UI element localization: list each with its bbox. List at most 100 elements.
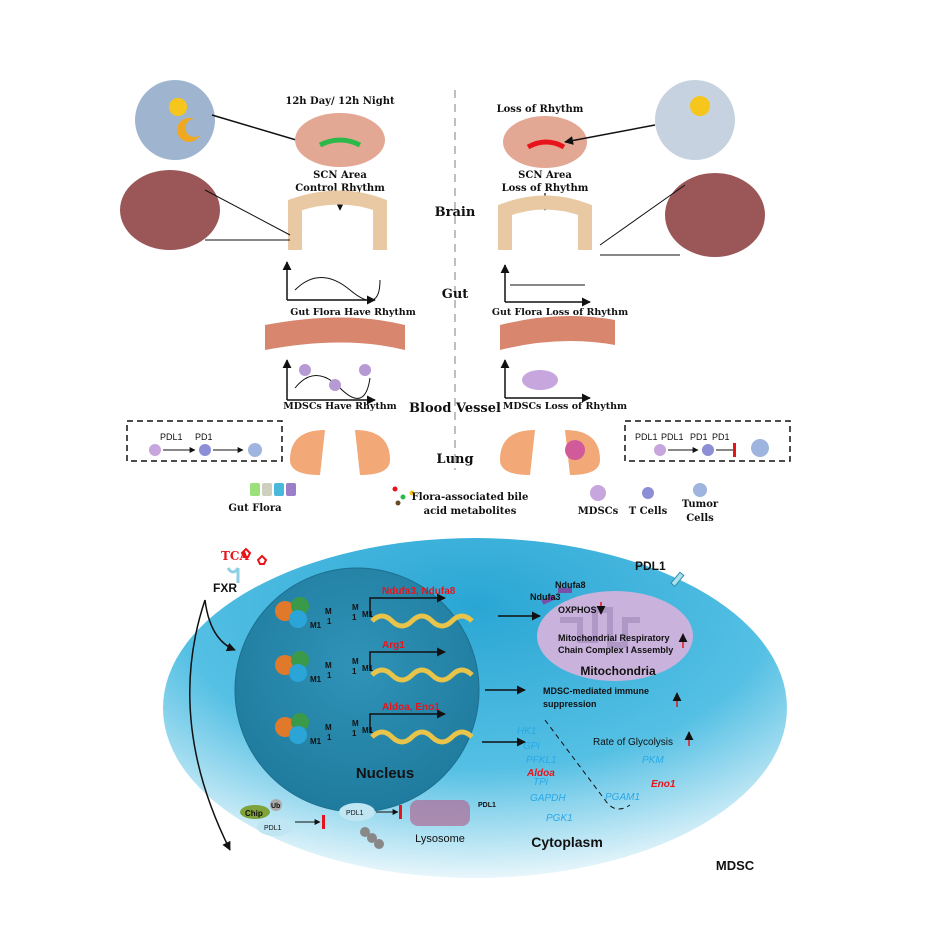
methylation-label: M1: [362, 664, 374, 673]
enzyme-upregulated-label: Aldoa: [526, 768, 555, 779]
blood-vessel-right: [500, 316, 615, 350]
lung-right: [500, 430, 600, 475]
blood-vessel-left: [265, 317, 405, 350]
tca-molecules: [240, 547, 268, 565]
legend-metabolites-2: acid metabolites: [424, 506, 517, 517]
methylation-label: 1: [352, 613, 357, 622]
pd1-label: PD1: [195, 432, 213, 442]
immune-label-2: suppression: [543, 699, 597, 709]
right-pd-box: [624, 420, 791, 462]
dna-helix: [370, 613, 474, 629]
pdl1-membrane-label: PDL1: [635, 559, 666, 573]
colon-right: [498, 195, 592, 250]
day-night-globe: [135, 80, 215, 160]
gut-flora-rhythm-label: Gut Flora Have Rhythm: [290, 307, 416, 318]
pdl1-protein-label: PDL1: [264, 825, 282, 832]
glycolysis-label: Rate of Glycolysis: [593, 737, 673, 748]
gene-label: Ndufa3, Ndufa8: [382, 586, 456, 597]
organ-brain: Brain: [435, 205, 476, 220]
pdl1-fragment-label: PDL1: [478, 802, 496, 809]
methylation-label: M1: [362, 726, 374, 735]
legend-tumor: Tumor: [682, 499, 719, 510]
methylation-label: M: [352, 719, 359, 728]
sun-icon: [169, 98, 187, 116]
chip-protein: [240, 805, 270, 819]
assembly-label-2: Chain Complex I Assembly: [558, 645, 673, 655]
organ-blood-vessel: Blood Vessel: [409, 401, 501, 416]
ndufa3-label: Ndufa3: [530, 592, 561, 602]
immune-label: MDSC-mediated immune: [543, 686, 649, 696]
gut-closeup-right: [665, 173, 765, 257]
enzyme-label: PGAM1: [605, 792, 640, 803]
methylation-label: M1: [310, 675, 322, 684]
pdl1-label: PDL1: [160, 432, 183, 442]
gene-label: Arg1: [382, 640, 405, 651]
pdl1-protein: [257, 818, 293, 836]
methylation-label: M: [325, 723, 332, 732]
methylation-label: M1: [362, 610, 374, 619]
methylation-label: 1: [352, 729, 357, 738]
pdl1-label: PDL1: [661, 432, 684, 442]
organ-gut: Gut: [442, 287, 469, 302]
lysosome: [410, 800, 470, 826]
assembly-label: Mitochondrial Respiratory: [558, 633, 670, 643]
methylation-label: 1: [327, 733, 332, 742]
scn-area: [318, 137, 362, 148]
moon-icon: [177, 117, 200, 142]
pdl1-protein-label: PDL1: [346, 810, 364, 817]
colon-left: [288, 190, 387, 250]
scn-label: SCN Area: [518, 170, 572, 181]
organ-lung: Lung: [436, 452, 473, 467]
legend-mdscs: MDSCs: [578, 506, 619, 517]
right-title: Loss of Rhythm: [497, 104, 584, 115]
lysosome-label: Lysosome: [415, 833, 465, 845]
legend-t-cells: T Cells: [629, 506, 668, 517]
sun-icon: [690, 96, 710, 116]
methylation-label: M: [352, 603, 359, 612]
mdscs-rhythm-label: MDSCs Have Rhythm: [283, 401, 397, 412]
pdl1-protein-2: [339, 803, 375, 821]
dna-helix: [370, 667, 474, 683]
organ-labels: Brain Gut Blood Vessel Lung: [409, 205, 501, 467]
methylation-label: 1: [352, 667, 357, 676]
cytoplasm-label: Cytoplasm: [531, 834, 603, 850]
scn-sub: Control Rhythm: [295, 183, 385, 194]
gut-closeup-left: [120, 170, 220, 250]
left-panel: 12h Day/ 12h Night SCN Area Control Rhyt…: [120, 80, 416, 475]
legend: Gut Flora Flora-associated bile acid met…: [228, 483, 719, 524]
mitochondria: [537, 591, 693, 681]
enzyme-label: TPi: [533, 777, 549, 788]
methylation-label: M: [352, 657, 359, 666]
day-night-globe-loss: [655, 80, 735, 160]
nucleus-label: Nucleus: [356, 765, 414, 782]
methylation-label: M: [325, 661, 332, 670]
gene-label: Aldoa, Eno1: [382, 702, 440, 713]
ub-label: Ub: [271, 803, 280, 810]
right-panel: Loss of Rhythm SCN Area Loss of Rhythm G…: [492, 80, 791, 475]
enzyme-label: PKM: [642, 755, 664, 766]
enzyme-label: PGK1: [546, 813, 573, 824]
legend-metabolites: Flora-associated bile: [412, 492, 529, 503]
left-pd-box: [126, 420, 283, 462]
pdl1-membrane: [670, 571, 685, 587]
pd1-label: PD1: [690, 432, 708, 442]
mitochondria-label: Mitochondria: [580, 664, 656, 678]
enzyme-label: GAPDH: [530, 793, 566, 804]
lung-left: [290, 430, 390, 475]
pdl1-label: PDL1: [635, 432, 658, 442]
fxr-receptor: [226, 567, 240, 583]
methylation-label: M1: [310, 621, 322, 630]
pd1-label: PD1: [712, 432, 730, 442]
mdscs-loss-label: MDSCs Loss of Rhythm: [503, 401, 627, 412]
methylation-label: 1: [327, 671, 332, 680]
methylation-label: M1: [310, 737, 322, 746]
enzyme-upregulated-label: Eno1: [651, 779, 676, 790]
legend-gut-flora: Gut Flora: [228, 503, 282, 514]
